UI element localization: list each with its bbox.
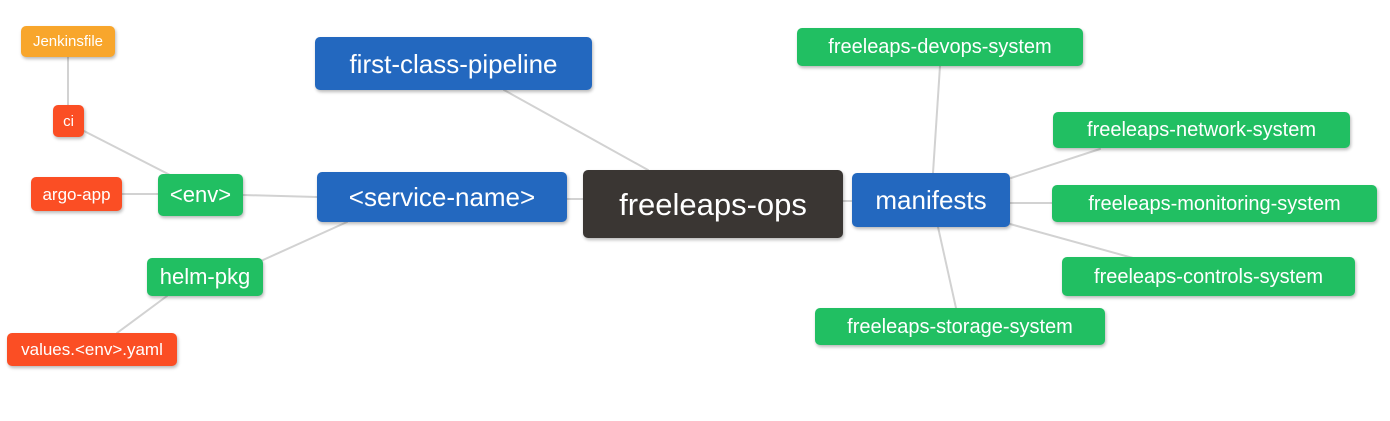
edge-manifests-to-freeleaps-devops-system	[932, 65, 941, 174]
edge-first-class-pipeline-to-freeleaps-ops	[503, 89, 649, 171]
edge-env-to-service-name	[242, 194, 318, 198]
node-freeleaps-ops[interactable]: freeleaps-ops	[583, 170, 843, 238]
node-service-name[interactable]: <service-name>	[317, 172, 567, 222]
edge-manifests-to-freeleaps-storage-system	[937, 226, 957, 309]
node-values-env-yaml[interactable]: values.<env>.yaml	[7, 333, 177, 366]
node-jenkinsfile[interactable]: Jenkinsfile	[21, 26, 115, 57]
node-ci[interactable]: ci	[53, 105, 84, 137]
edge-ci-to-env	[83, 130, 173, 177]
edge-manifests-to-freeleaps-controls-system	[1009, 223, 1134, 259]
node-freeleaps-storage-system[interactable]: freeleaps-storage-system	[815, 308, 1105, 345]
node-argo-app[interactable]: argo-app	[31, 177, 122, 211]
node-manifests[interactable]: manifests	[852, 173, 1010, 227]
node-freeleaps-devops-system[interactable]: freeleaps-devops-system	[797, 28, 1083, 66]
edge-helm-pkg-to-service-name	[262, 221, 348, 261]
node-first-class-pipeline[interactable]: first-class-pipeline	[315, 37, 592, 90]
node-env[interactable]: <env>	[158, 174, 243, 216]
node-freeleaps-monitoring-system[interactable]: freeleaps-monitoring-system	[1052, 185, 1377, 222]
edge-manifests-to-freeleaps-network-system	[1010, 148, 1101, 179]
node-freeleaps-network-system[interactable]: freeleaps-network-system	[1053, 112, 1350, 148]
node-freeleaps-controls-system[interactable]: freeleaps-controls-system	[1062, 257, 1355, 296]
node-helm-pkg[interactable]: helm-pkg	[147, 258, 263, 296]
edge-values-env-yaml-to-helm-pkg	[116, 295, 168, 334]
